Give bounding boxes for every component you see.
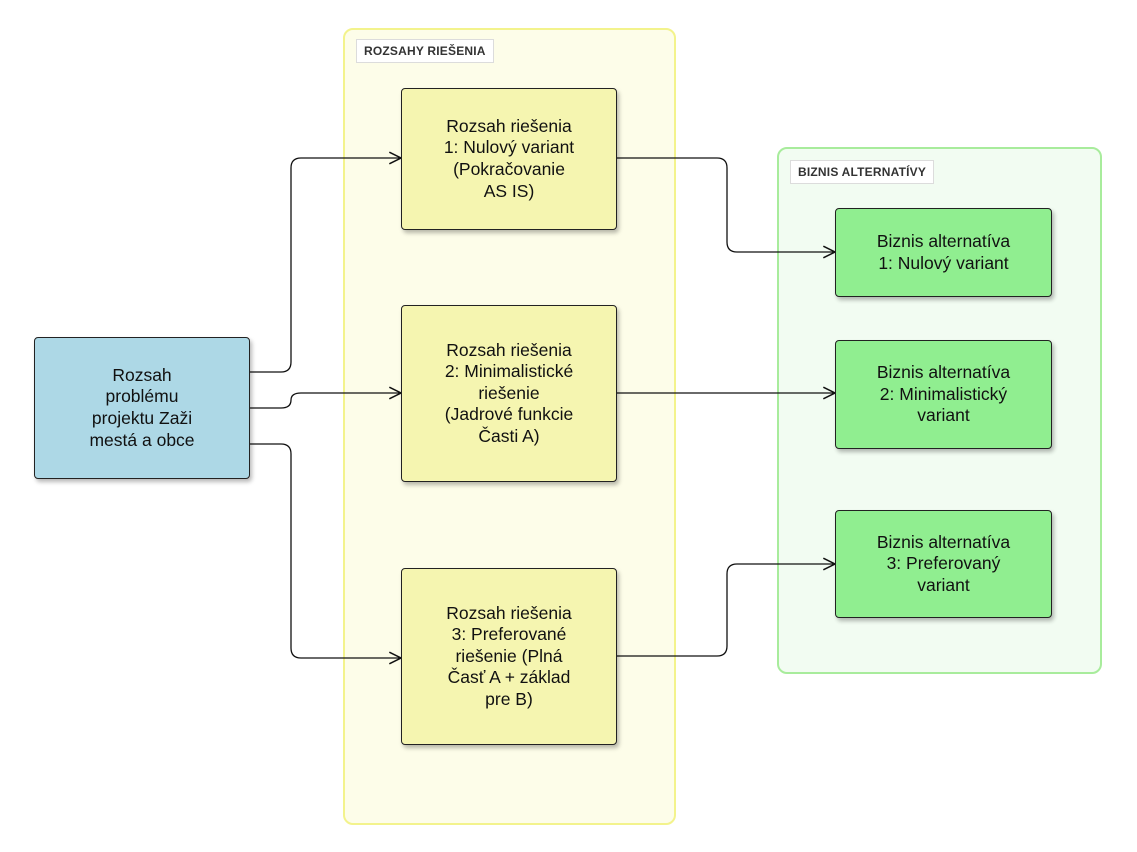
scopes-group-label: ROZSAHY RIEŠENIA <box>356 39 494 63</box>
alternatives-group-label: BIZNIS ALTERNATÍVY <box>790 160 935 184</box>
scope-3-node[interactable]: Rozsah riešenia 3: Preferované riešenie … <box>401 568 617 745</box>
edge-scope1-alt1 <box>617 157 835 252</box>
edge-problem-scope2 <box>250 393 401 409</box>
edge-scope3-alt3 <box>617 564 835 657</box>
alternative-2-node[interactable]: Biznis alternatíva 2: Minimalistický var… <box>835 340 1052 449</box>
scope-2-node[interactable]: Rozsah riešenia 2: Minimalistické riešen… <box>401 305 617 482</box>
alternative-3-node[interactable]: Biznis alternatíva 3: Preferovaný varian… <box>835 510 1052 618</box>
alternative-1-node[interactable]: Biznis alternatíva 1: Nulový variant <box>835 208 1052 297</box>
scope-1-node[interactable]: Rozsah riešenia 1: Nulový variant (Pokra… <box>401 88 617 230</box>
edge-problem-scope3 <box>250 443 401 658</box>
problem-scope-node[interactable]: Rozsah problému projektu Zaži mestá a ob… <box>34 337 250 479</box>
edge-problem-scope1 <box>250 158 401 373</box>
